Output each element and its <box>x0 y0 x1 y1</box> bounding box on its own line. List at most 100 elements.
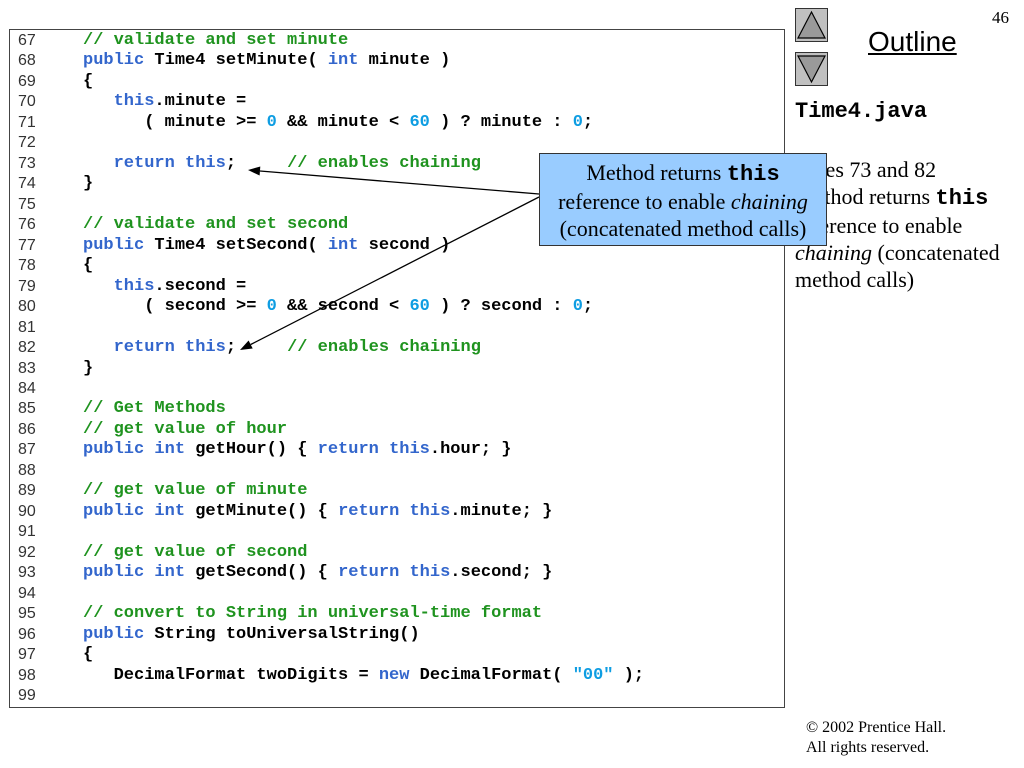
line-number: 69 <box>18 72 36 90</box>
code-keyword: public <box>83 440 145 460</box>
code-keyword: int <box>154 563 186 583</box>
code-keyword: this <box>389 440 430 460</box>
rights-line: All rights reserved. <box>806 739 930 756</box>
code-line: 81 <box>10 318 784 338</box>
code-keyword: this <box>113 276 155 296</box>
line-number: 72 <box>18 134 36 152</box>
code-text <box>83 92 114 111</box>
code-literal: 0 <box>572 112 583 132</box>
code-text: ; <box>582 112 594 132</box>
copyright-line: © 2002 Prentice Hall. <box>806 719 947 736</box>
line-number: 89 <box>18 482 36 500</box>
code-text: } <box>83 174 94 194</box>
code-content: return this; // enables chaining <box>83 338 481 358</box>
code-text: && minute < <box>276 112 410 132</box>
code-line: 72 <box>10 133 784 153</box>
code-keyword: public <box>83 563 145 583</box>
callout-line: (concatenated method calls) <box>559 216 807 241</box>
code-content: { <box>83 645 93 665</box>
code-comment: // enables chaining <box>287 338 481 358</box>
code-line: 80 ( second >= 0 && second < 60 ) ? seco… <box>10 297 784 317</box>
code-content: ( second >= 0 && second < 60 ) ? second … <box>83 297 593 317</box>
code-literal: 0 <box>266 297 277 317</box>
previous-slide-button[interactable] <box>795 8 828 42</box>
code-text: DecimalFormat( <box>409 665 573 685</box>
line-number: 67 <box>18 32 36 49</box>
line-number: 82 <box>18 339 36 357</box>
line-number: 90 <box>18 502 36 520</box>
code-text: ); <box>613 665 645 685</box>
code-content: // get value of minute <box>83 481 307 501</box>
line-number: 73 <box>18 154 36 172</box>
code-keyword: new <box>378 665 410 685</box>
code-line: 93 public int getSecond() { return this.s… <box>10 563 784 583</box>
callout-italic: chaining <box>730 189 808 214</box>
code-text: minute ) <box>358 51 451 71</box>
code-content: public int getMinute() { return this.min… <box>83 502 552 522</box>
line-number: 96 <box>18 625 36 643</box>
code-content: { <box>83 256 93 276</box>
note-text: (concatenated <box>872 240 1000 265</box>
code-text: { <box>83 256 94 276</box>
code-content: // validate and set second <box>83 215 348 235</box>
code-text: ; <box>225 338 288 358</box>
code-keyword: return <box>317 440 379 460</box>
code-keyword: int <box>154 501 186 521</box>
code-text: ( minute >= <box>83 112 267 132</box>
line-number: 70 <box>18 93 36 111</box>
page-number: 46 <box>992 8 1009 27</box>
code-keyword: public <box>83 624 145 644</box>
code-literal: 60 <box>409 112 430 132</box>
callout-text: Method returns <box>586 160 727 185</box>
code-literal: 0 <box>266 112 277 132</box>
code-keyword: this <box>185 153 226 173</box>
code-line: 71 ( minute >= 0 && minute < 60 ) ? minu… <box>10 113 784 133</box>
code-keyword: this <box>185 338 226 358</box>
line-number: 78 <box>18 257 36 275</box>
code-comment: // convert to String in universal-time f… <box>83 604 543 624</box>
line-number: 93 <box>18 564 36 582</box>
code-content: // validate and set minute <box>83 31 348 51</box>
code-comment: // enables chaining <box>287 153 481 173</box>
code-text <box>144 563 154 582</box>
code-text <box>399 563 409 582</box>
code-text: ; <box>225 153 288 173</box>
code-keyword: int <box>154 440 186 460</box>
code-line: 79 this.second = <box>10 277 784 297</box>
code-text: Time4 setMinute( <box>144 51 328 71</box>
code-line: 94 <box>10 584 784 604</box>
code-comment: // validate and set second <box>83 215 349 235</box>
code-line: 88 <box>10 461 784 481</box>
code-line: 83} <box>10 359 784 379</box>
triangle-shape <box>797 55 826 84</box>
code-line: 84 <box>10 379 784 399</box>
code-text: .minute; } <box>450 501 553 521</box>
line-number: 79 <box>18 277 36 295</box>
code-content: public int getSecond() { return this.sec… <box>83 563 552 583</box>
line-number: 83 <box>18 359 36 377</box>
code-text <box>379 440 389 459</box>
code-text <box>83 338 114 357</box>
code-text: } <box>83 358 94 378</box>
code-keyword: return <box>338 501 400 521</box>
code-line: 99 <box>10 686 784 706</box>
code-content: ( minute >= 0 && minute < 60 ) ? minute … <box>83 113 593 133</box>
code-text: DecimalFormat twoDigits = <box>83 665 379 685</box>
code-text: && second < <box>276 297 410 317</box>
line-number: 94 <box>18 584 36 602</box>
line-number: 97 <box>18 646 36 664</box>
code-comment: // Get Methods <box>83 399 226 419</box>
note-code: this <box>935 186 989 211</box>
code-comment: // validate and set minute <box>83 31 349 50</box>
code-text <box>144 502 154 521</box>
code-line: 73 return this; // enables chaining <box>10 154 784 174</box>
next-slide-button[interactable] <box>795 52 828 86</box>
code-keyword: return <box>113 153 175 173</box>
code-comment: // get value of hour <box>83 419 288 439</box>
outline-link[interactable]: Outline <box>868 26 957 57</box>
code-content: public String toUniversalString() <box>83 625 420 645</box>
line-number: 75 <box>18 195 36 213</box>
code-text: { <box>83 645 94 665</box>
line-number: 92 <box>18 543 36 561</box>
